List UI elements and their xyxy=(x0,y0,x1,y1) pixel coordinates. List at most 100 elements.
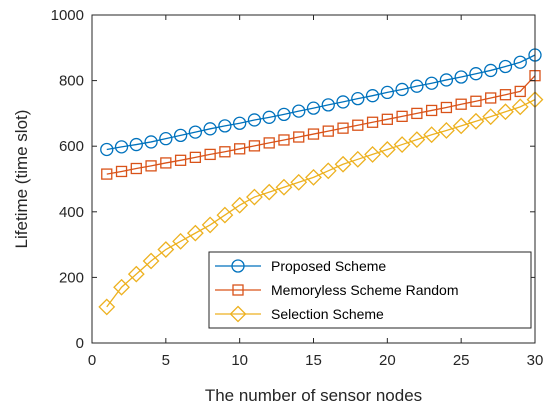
data-point xyxy=(130,162,142,175)
data-point xyxy=(113,278,130,296)
data-point xyxy=(365,89,380,103)
y-tick-label: 1000 xyxy=(51,7,84,24)
data-point xyxy=(469,67,483,81)
data-point xyxy=(497,103,514,121)
data-point xyxy=(334,155,352,173)
x-tick-label: 30 xyxy=(527,352,544,369)
data-point xyxy=(100,142,114,157)
data-point xyxy=(218,119,232,133)
data-point xyxy=(246,188,263,206)
data-point xyxy=(247,113,262,127)
data-point xyxy=(499,89,512,101)
marks-layer xyxy=(98,48,544,316)
data-point xyxy=(408,131,426,149)
data-point xyxy=(145,160,157,172)
data-point xyxy=(437,122,455,139)
data-point xyxy=(439,73,454,87)
x-tick-label: 0 xyxy=(88,352,96,369)
data-point xyxy=(440,101,453,114)
legend-item: Selection Scheme xyxy=(215,305,384,323)
data-point xyxy=(393,136,411,153)
series-line xyxy=(106,54,536,151)
data-point xyxy=(216,206,234,224)
data-point xyxy=(470,95,482,107)
data-point xyxy=(337,122,349,134)
data-point xyxy=(189,151,202,164)
data-point xyxy=(482,108,500,126)
data-point xyxy=(351,91,365,106)
data-point xyxy=(378,141,396,158)
data-point xyxy=(411,107,423,120)
legend-marker xyxy=(232,284,244,296)
series-2 xyxy=(98,91,544,316)
x-tick-label: 10 xyxy=(231,352,248,369)
x-axis-label: The number of sensor nodes xyxy=(205,386,422,405)
data-point xyxy=(219,146,231,158)
y-tick-label: 400 xyxy=(59,204,84,221)
legend-label: Selection Scheme xyxy=(271,306,384,322)
data-point xyxy=(498,59,513,74)
y-axis-label: Lifetime (time slot) xyxy=(12,110,31,249)
data-point xyxy=(467,112,485,130)
data-point xyxy=(366,116,379,128)
y-tick-label: 0 xyxy=(76,335,84,352)
data-point xyxy=(511,98,529,116)
data-point xyxy=(160,157,172,169)
legend-marker xyxy=(229,305,247,323)
data-point xyxy=(423,126,441,144)
data-point xyxy=(248,140,261,152)
data-point xyxy=(484,63,498,78)
series-line xyxy=(106,75,536,175)
legend-label: Memoryless Scheme Random xyxy=(271,282,459,298)
legend-label: Proposed Scheme xyxy=(271,258,386,274)
data-point xyxy=(233,116,247,130)
data-point xyxy=(157,241,175,258)
data-point xyxy=(260,183,278,201)
data-point xyxy=(395,82,409,97)
data-point xyxy=(321,98,335,112)
data-point xyxy=(364,145,381,163)
x-tick-label: 20 xyxy=(379,352,396,369)
data-point xyxy=(513,55,527,69)
series-0 xyxy=(100,48,542,157)
data-point xyxy=(305,168,322,186)
data-point xyxy=(410,79,424,93)
data-point xyxy=(293,131,305,143)
data-point xyxy=(234,143,246,155)
data-point xyxy=(349,150,367,168)
y-tick-label: 600 xyxy=(59,138,84,155)
data-point xyxy=(319,162,337,180)
data-point xyxy=(306,101,321,115)
data-point xyxy=(381,113,393,125)
data-point xyxy=(292,104,306,118)
data-point xyxy=(352,119,364,131)
data-point xyxy=(263,137,275,149)
series-1 xyxy=(101,70,541,180)
data-point xyxy=(188,125,203,139)
data-point xyxy=(114,140,129,154)
data-point xyxy=(101,168,113,180)
y-tick-label: 800 xyxy=(59,73,84,90)
data-point xyxy=(514,85,526,98)
x-tick-label: 15 xyxy=(305,352,322,369)
data-point xyxy=(142,252,160,270)
data-point xyxy=(231,196,249,214)
data-point xyxy=(425,104,438,117)
data-point xyxy=(380,85,394,100)
data-point xyxy=(275,178,293,196)
data-point xyxy=(201,216,219,234)
data-point xyxy=(115,165,128,178)
data-point xyxy=(203,122,217,136)
legend-box xyxy=(208,251,532,329)
data-point xyxy=(262,110,276,124)
data-point xyxy=(204,148,216,161)
x-tick-label: 5 xyxy=(162,352,170,369)
data-point xyxy=(186,224,204,242)
data-point xyxy=(424,76,439,90)
data-point xyxy=(322,125,334,137)
data-point xyxy=(454,70,468,84)
